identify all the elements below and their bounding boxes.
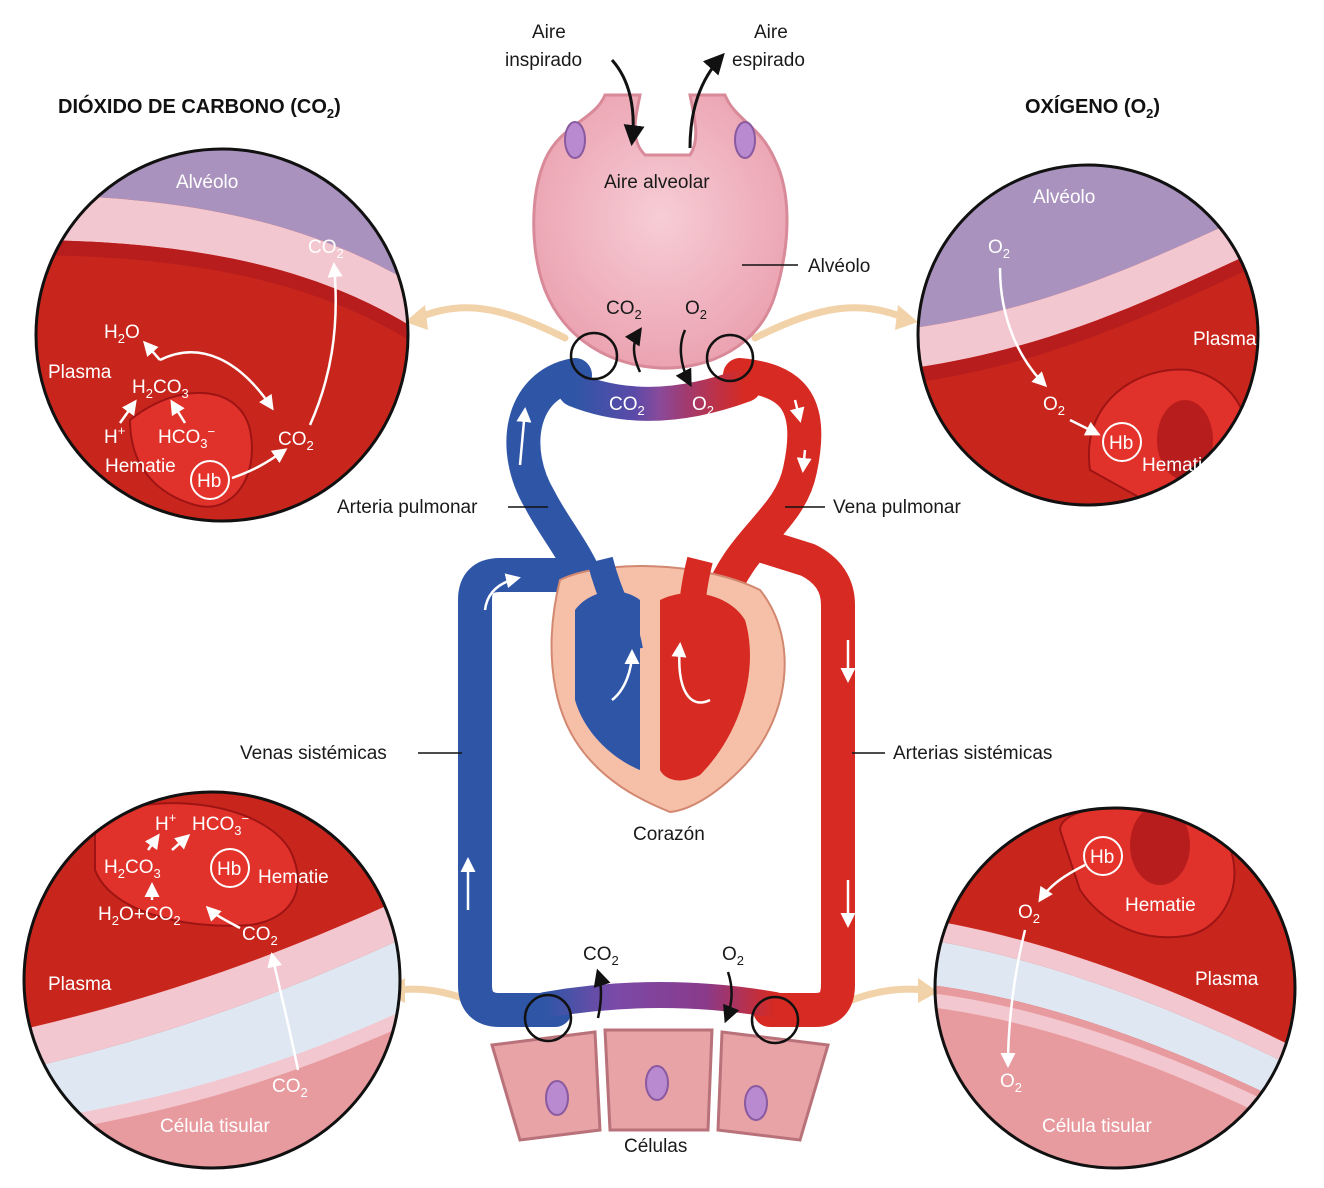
aire-inspirado-2: inspirado — [505, 50, 582, 71]
svg-text:Célula tisular: Célula tisular — [1042, 1116, 1152, 1137]
tl-hplus: H+ — [104, 423, 125, 448]
svg-text:Hb: Hb — [1109, 433, 1133, 454]
svg-text:Hematie: Hematie — [258, 867, 329, 888]
tl-co2-mid: CO2 — [278, 429, 314, 453]
tissue-o2: O2 — [722, 944, 744, 968]
br-o2-low: O2 — [1000, 1071, 1022, 1095]
zoom-ring-bottom-left — [523, 993, 573, 1043]
svg-text:Plasma: Plasma — [48, 974, 112, 995]
svg-text:Hematie: Hematie — [1125, 895, 1196, 916]
aire-inspirado-1: Aire — [532, 22, 566, 43]
flow-arrows — [460, 399, 856, 928]
svg-text:Plasma: Plasma — [1195, 969, 1259, 990]
aire-espirado-1: Aire — [754, 22, 788, 43]
zoom-arrowheads — [385, 305, 938, 1003]
svg-text:Hb: Hb — [217, 859, 241, 880]
co2-title: DIÓXIDO DE CARBONO (CO2) — [58, 94, 341, 121]
venas-sistemicas-label: Venas sistémicas — [240, 743, 387, 764]
celulas-label: Células — [624, 1136, 687, 1157]
arteria-pulmonar-label: Arteria pulmonar — [337, 497, 478, 518]
bl-h2o-co2: H2O+CO2 — [98, 904, 181, 928]
co2-out-arrow — [624, 327, 642, 373]
svg-text:Alvéolo: Alvéolo — [176, 172, 238, 193]
zoom-ring-bottom-right — [750, 995, 800, 1045]
svg-text:Hematie: Hematie — [1142, 455, 1213, 476]
circle-top-right: Alvéolo Plasma Hematie Hb O2 O2 — [916, 163, 1260, 507]
heart — [550, 556, 786, 814]
inspired-arrow — [610, 58, 645, 147]
vena-pulmonar-label: Vena pulmonar — [833, 497, 961, 518]
alv-o2: O2 — [685, 298, 707, 322]
svg-text:Plasma: Plasma — [48, 362, 112, 383]
bl-hplus: H+ — [155, 810, 176, 835]
tl-co2-top: CO2 — [308, 237, 344, 261]
tissue-cells — [490, 1028, 830, 1142]
svg-text:Hb: Hb — [1090, 847, 1114, 868]
o2-in-arrow — [675, 329, 692, 388]
cap-o2: O2 — [692, 394, 714, 418]
bl-co2-mid: CO2 — [242, 924, 278, 948]
cap-co2: CO2 — [609, 394, 645, 418]
corazon-label: Corazón — [633, 824, 705, 845]
tl-hco3: HCO3− — [158, 424, 215, 451]
circle-top-left: Alvéolo Plasma Hematie Hb CO2 CO2 H2O H2… — [34, 147, 410, 523]
tr-o2-mid: O2 — [1043, 394, 1065, 418]
svg-text:Plasma: Plasma — [1193, 329, 1257, 350]
o2-title: OXÍGENO (O2) — [1025, 95, 1160, 121]
aire-espirado-2: espirado — [732, 50, 805, 71]
circle-bottom-left: Plasma Hematie Célula tisular Hb CO2 CO2… — [22, 790, 402, 1170]
tr-o2-top: O2 — [988, 237, 1010, 261]
svg-text:Alvéolo: Alvéolo — [1033, 187, 1095, 208]
br-o2-mid: O2 — [1018, 902, 1040, 926]
svg-text:Hematie: Hematie — [105, 456, 176, 477]
arterias-sistemicas-label: Arterias sistémicas — [893, 743, 1052, 764]
bl-co2-low: CO2 — [272, 1076, 308, 1100]
circulation-vessels — [458, 358, 855, 1027]
tissue-co2-arrow — [593, 968, 611, 1019]
expired-arrow — [688, 52, 725, 149]
tl-h2o: H2O — [104, 322, 140, 346]
aire-alveolar-label: Aire alveolar — [604, 172, 710, 193]
alveolo-label: Alvéolo — [808, 256, 870, 277]
bl-h2co3: H2CO3 — [104, 857, 161, 881]
tl-h2co3: H2CO3 — [132, 377, 189, 401]
tissue-co2: CO2 — [583, 944, 619, 968]
tissue-o2-arrow — [723, 971, 740, 1024]
alveolus — [532, 93, 789, 370]
svg-text:Célula tisular: Célula tisular — [160, 1116, 270, 1137]
bl-hco3: HCO3− — [192, 811, 249, 838]
zoom-ring-top-left — [569, 331, 619, 381]
zoom-ring-top-right — [705, 333, 755, 383]
circle-bottom-right: Hematie Plasma Célula tisular Hb O2 O2 — [933, 806, 1297, 1170]
alv-co2: CO2 — [606, 298, 642, 322]
svg-text:Hb: Hb — [197, 471, 221, 492]
